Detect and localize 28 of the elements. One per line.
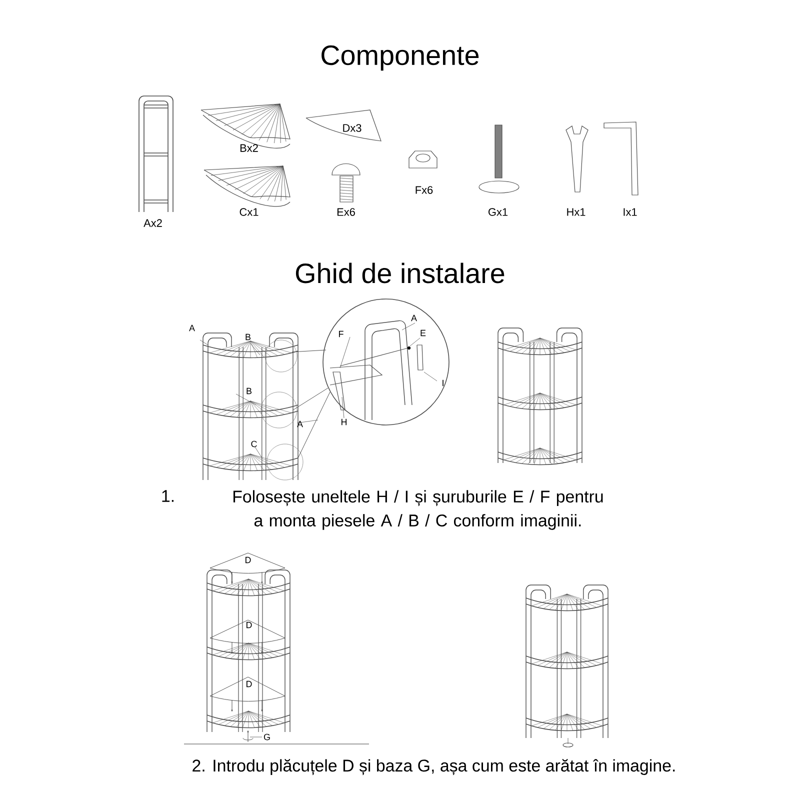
part-label: Ix1 xyxy=(624,208,637,216)
callout-letter: I xyxy=(442,380,444,386)
callout-letter: G xyxy=(264,734,270,740)
callout-letter: A xyxy=(297,420,303,428)
part-label: Dx3 xyxy=(343,124,362,132)
step-text: Folosește uneltele H / I și șuruburile E / F pentru a monta piesele A / B / C conform imaginii. xyxy=(233,490,603,530)
part-label: Fx6 xyxy=(416,186,433,194)
callout-letter: D xyxy=(246,556,251,564)
part-label: Ax2 xyxy=(144,219,162,227)
callout-letter: F xyxy=(339,330,344,338)
step-text: 2. Introdu plăcuțele D și baza G, așa cum este arătat în imagine. xyxy=(192,758,675,776)
part-label: Bx2 xyxy=(240,144,258,152)
callout-letter: C xyxy=(251,440,257,448)
part-label: Ex6 xyxy=(337,208,355,216)
title: Componente xyxy=(322,45,479,71)
callout-letter: E xyxy=(420,330,426,336)
callout-letter: B xyxy=(246,334,251,340)
step-number: 1. xyxy=(162,490,174,502)
part-label: Cx1 xyxy=(240,208,258,216)
callout-letter: H xyxy=(342,418,347,426)
callout-letter: D xyxy=(246,680,252,688)
callout-letter: B xyxy=(246,388,252,394)
section-heading: Ghid de instalare xyxy=(296,262,504,284)
part-label: Gx1 xyxy=(488,208,508,216)
part-label: Hx1 xyxy=(567,208,586,216)
callout-letter: A xyxy=(411,314,417,322)
callout-letter: D xyxy=(246,622,252,628)
callout-letter: A xyxy=(189,324,195,332)
